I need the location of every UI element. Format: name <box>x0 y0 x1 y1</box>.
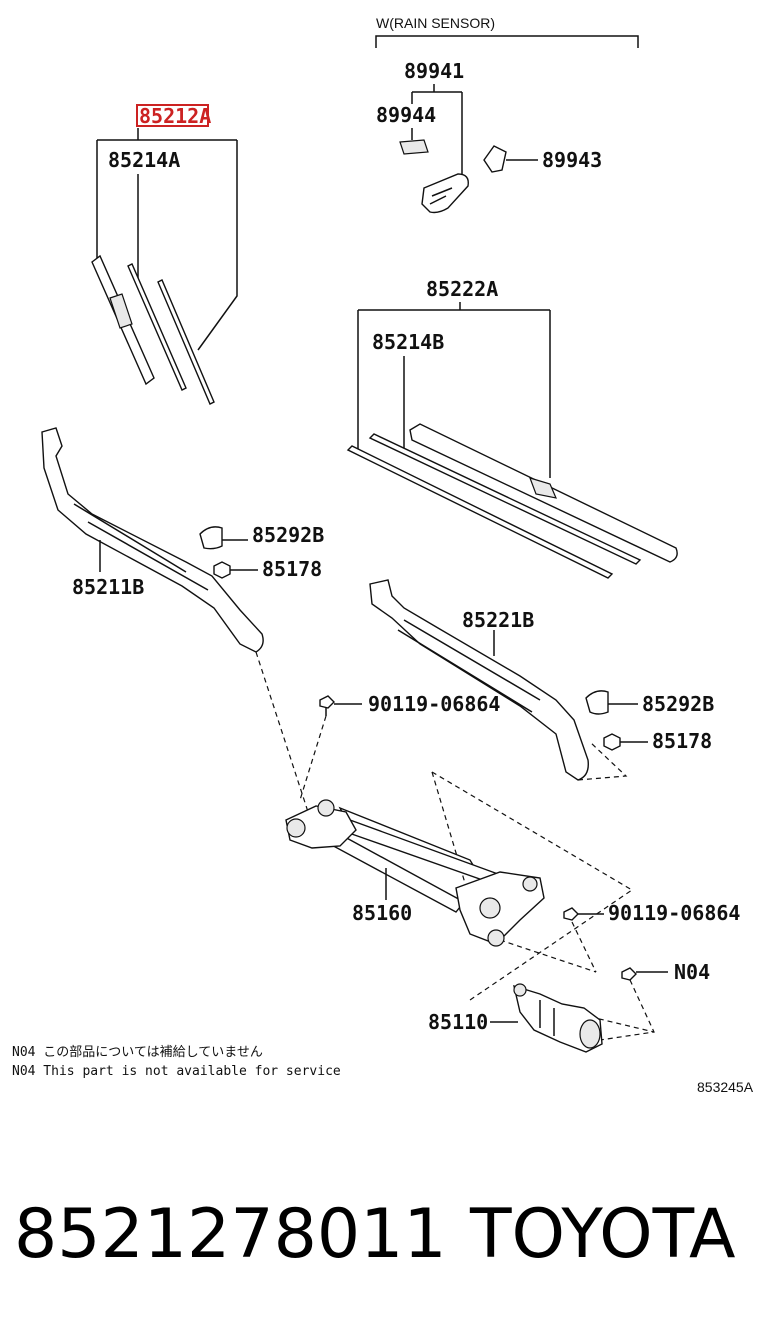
label-85214B[interactable]: 85214B <box>372 330 444 354</box>
label-90119-right[interactable]: 90119-06864 <box>608 901 740 925</box>
right-blade-group: 85222A 85214B <box>346 277 678 579</box>
n04-group: N04 <box>621 960 710 984</box>
label-85221B[interactable]: 85221B <box>462 608 534 632</box>
bolt-top-group: 90119-06864 <box>319 692 500 716</box>
label-85211B[interactable]: 85211B <box>72 575 144 599</box>
note-japanese: N04 この部品については補給していません <box>12 1045 263 1060</box>
label-85222A[interactable]: 85222A <box>426 277 498 301</box>
label-89944[interactable]: 89944 <box>376 103 436 127</box>
blade-refill-85214B[interactable] <box>368 433 642 565</box>
blade-rubber-left[interactable] <box>157 279 215 405</box>
label-85178-left[interactable]: 85178 <box>262 557 322 581</box>
diagram-reference-code: 853245A <box>697 1079 754 1095</box>
part-89944-pad[interactable] <box>399 139 429 155</box>
footer-brand: TOYOTA <box>469 1195 735 1274</box>
label-85178-right[interactable]: 85178 <box>652 729 712 753</box>
label-89943[interactable]: 89943 <box>542 148 602 172</box>
part-85292B-cap-right[interactable] <box>585 690 609 715</box>
part-85178-nut-left[interactable] <box>213 561 231 579</box>
motor-group: 85110 <box>428 983 603 1053</box>
label-85110[interactable]: 85110 <box>428 1010 488 1034</box>
part-89943-cover[interactable] <box>483 145 507 173</box>
part-90119-bolt-top[interactable] <box>319 695 335 709</box>
label-N04[interactable]: N04 <box>674 960 710 984</box>
label-85292B-left[interactable]: 85292B <box>252 523 324 547</box>
footer-part-number: 8521278011 <box>14 1195 447 1274</box>
bolt-right-group: 90119-06864 <box>563 901 740 925</box>
label-85292B-right[interactable]: 85292B <box>642 692 714 716</box>
wiper-arm-85211B[interactable] <box>41 427 264 653</box>
blade-rubber-right[interactable] <box>346 445 614 579</box>
note-english: N04 This part is not available for servi… <box>12 1064 341 1079</box>
part-85292B-cap-left[interactable] <box>199 526 223 550</box>
label-85214A[interactable]: 85214A <box>108 148 180 172</box>
part-85178-nut-right[interactable] <box>603 733 621 751</box>
label-90119-top[interactable]: 90119-06864 <box>368 692 500 716</box>
rain-sensor-group: W(RAIN SENSOR) 89941 89944 89943 <box>375 15 639 214</box>
label-85160[interactable]: 85160 <box>352 901 412 925</box>
part-N04-bolt[interactable] <box>621 967 637 981</box>
part-90119-bolt-right[interactable] <box>563 907 579 921</box>
part-89941-sensor[interactable] <box>421 173 469 214</box>
right-arm-group: 85221B 85292B 85178 <box>369 579 714 781</box>
rain-sensor-header: W(RAIN SENSOR) <box>376 15 495 31</box>
label-89941[interactable]: 89941 <box>404 59 464 83</box>
linkage-group: 85160 <box>285 799 545 947</box>
highlight-box <box>136 104 209 127</box>
blade-refill-85214A[interactable] <box>127 263 187 391</box>
left-arm-group: 85211B 85292B 85178 <box>41 427 324 653</box>
label-85212A[interactable]: 85212A <box>139 104 211 128</box>
left-blade-group: 85212A 85214A <box>91 104 238 405</box>
